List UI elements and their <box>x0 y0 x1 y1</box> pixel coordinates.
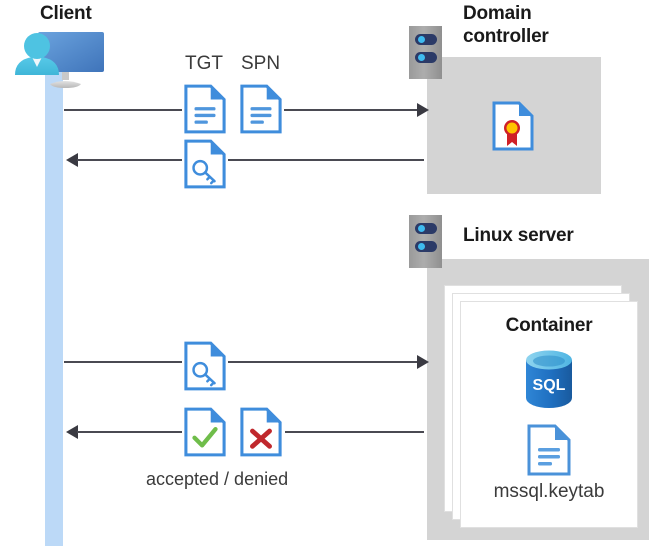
sql-database-icon: SQL <box>523 350 575 408</box>
message-2-line-left <box>77 159 182 161</box>
approved-document-icon <box>184 407 226 457</box>
spn-document-icon <box>240 84 282 134</box>
message-2-line-right <box>228 159 424 161</box>
key-document-icon-1 <box>184 139 226 189</box>
message-1-line-left <box>64 109 182 111</box>
client-actor[interactable]: Client <box>4 2 124 102</box>
domain-controller-label-line2: controller <box>463 26 549 47</box>
linux-server-label: Linux server <box>463 225 574 246</box>
message-2-arrowhead <box>66 153 78 167</box>
message-4-arrowhead <box>66 425 78 439</box>
container-card-front[interactable]: Container SQL <box>460 301 638 528</box>
user-with-monitor-icon <box>12 24 116 94</box>
message-3-line-left <box>64 361 182 363</box>
message-4-line-right <box>285 431 424 433</box>
message-1-arrowhead <box>417 103 429 117</box>
linux-server-rack-icon <box>409 215 442 268</box>
rejected-document-icon <box>240 407 282 457</box>
container-label: Container <box>505 315 593 336</box>
accepted-denied-label: accepted / denied <box>146 469 289 489</box>
keytab-document-icon <box>527 424 571 476</box>
domain-controller-rack-icon <box>409 26 442 79</box>
domain-controller-label-line1: Domain <box>463 3 532 24</box>
tgt-document-icon <box>184 84 226 134</box>
tgt-label: TGT <box>185 53 223 74</box>
message-4-line-left <box>77 431 182 433</box>
key-document-icon-2 <box>184 341 226 391</box>
message-3-line-right <box>228 361 420 363</box>
keytab-label: mssql.keytab <box>493 481 605 502</box>
certificate-document-icon <box>492 101 534 151</box>
message-1-line-right <box>284 109 420 111</box>
client-label: Client <box>40 3 92 24</box>
svg-text:SQL: SQL <box>533 377 566 394</box>
message-3-arrowhead <box>417 355 429 369</box>
spn-label: SPN <box>241 53 281 74</box>
client-lifeline <box>45 68 63 546</box>
